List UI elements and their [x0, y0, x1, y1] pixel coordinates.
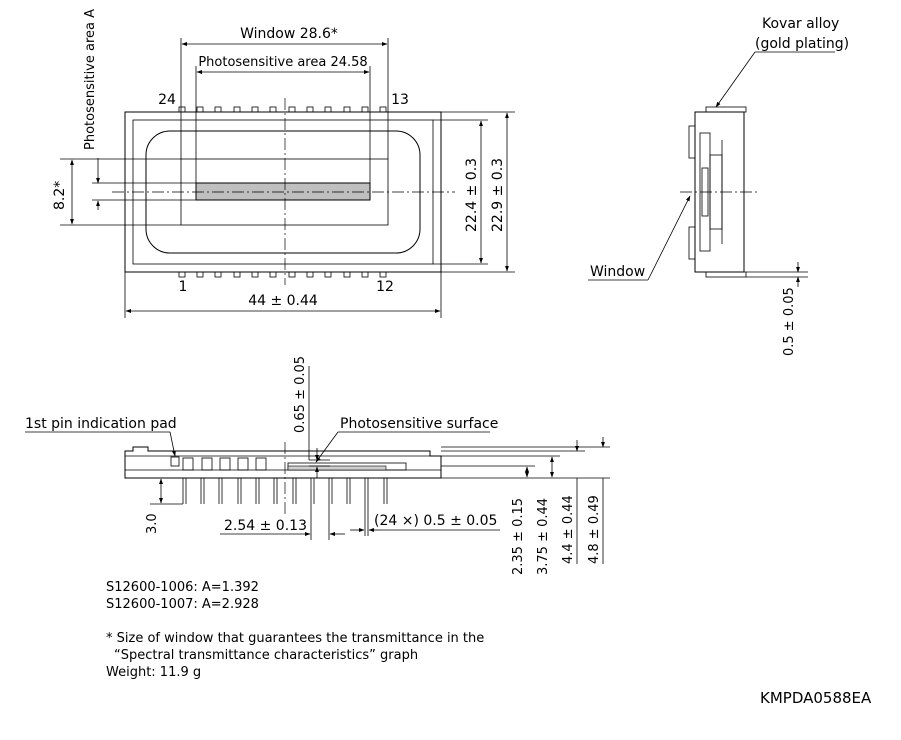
pin-1-label: 1 [179, 279, 188, 295]
dimension-22-9-label: 22.9 ± 0.3 [490, 158, 506, 232]
footnote-line-2: “Spectral transmittance characteristics”… [114, 648, 419, 663]
dimension-0-5-label: 0.5 ± 0.05 [782, 287, 797, 356]
dimension-3-0-label: 3.0 [145, 513, 160, 534]
dimension-3-75-label: 3.75 ± 0.44 [536, 498, 551, 575]
dimension-44-label: 44 ± 0.44 [248, 293, 318, 309]
pin-24-label: 24 [158, 92, 176, 108]
weight-note: Weight: 11.9 g [106, 665, 202, 680]
pin-13-label: 13 [391, 92, 409, 108]
pin-12-label: 12 [376, 279, 394, 295]
dimension-8-2-label: 8.2* [52, 181, 68, 210]
first-pin-pad-label: 1st pin indication pad [25, 416, 177, 432]
first-pin-pad [170, 456, 180, 467]
front-view: 1st pin indication pad Photosensitive su… [25, 356, 610, 575]
dimension-2-54-label: 2.54 ± 0.13 [224, 518, 307, 534]
front-leads [182, 478, 388, 504]
inner-leads [182, 457, 267, 471]
drawing-code: KMPDA0588EA [760, 689, 872, 707]
model-1007-note: S12600-1007: A=2.928 [106, 597, 259, 612]
photosensitive-area-a-label: Photosensitive area A [83, 9, 98, 150]
photosensitive-area [195, 182, 371, 201]
dimension-24x-label: (24 ×) 0.5 ± 0.05 [374, 513, 497, 529]
dimension-0-65-label: 0.65 ± 0.05 [293, 356, 308, 433]
top-view: Window 28.6* Photosensitive area 24.58 2… [52, 9, 515, 318]
front-body [124, 446, 442, 479]
photosensitive-dimension-label: Photosensitive area 24.58 [198, 55, 367, 70]
top-pins [178, 106, 387, 113]
side-view: Kovar alloy (gold plating) Window 0.5 ± … [588, 16, 849, 356]
dimension-4-8-label: 4.8 ± 0.49 [587, 495, 602, 564]
bottom-pins [178, 271, 387, 278]
dimension-22-4-label: 22.4 ± 0.3 [464, 158, 480, 232]
model-1006-note: S12600-1006: A=1.392 [106, 580, 259, 595]
dimension-4-4-label: 4.4 ± 0.44 [561, 495, 576, 564]
gold-plating-label: (gold plating) [755, 36, 849, 52]
photosensitive-surface-label: Photosensitive surface [340, 416, 498, 432]
dimension-2-35-label: 2.35 ± 0.15 [511, 498, 526, 575]
window-label: Window [590, 264, 645, 280]
footnote-line-1: * Size of window that guarantees the tra… [106, 631, 485, 646]
kovar-alloy-label: Kovar alloy [762, 16, 839, 32]
window-dimension-label: Window 28.6* [240, 26, 338, 42]
